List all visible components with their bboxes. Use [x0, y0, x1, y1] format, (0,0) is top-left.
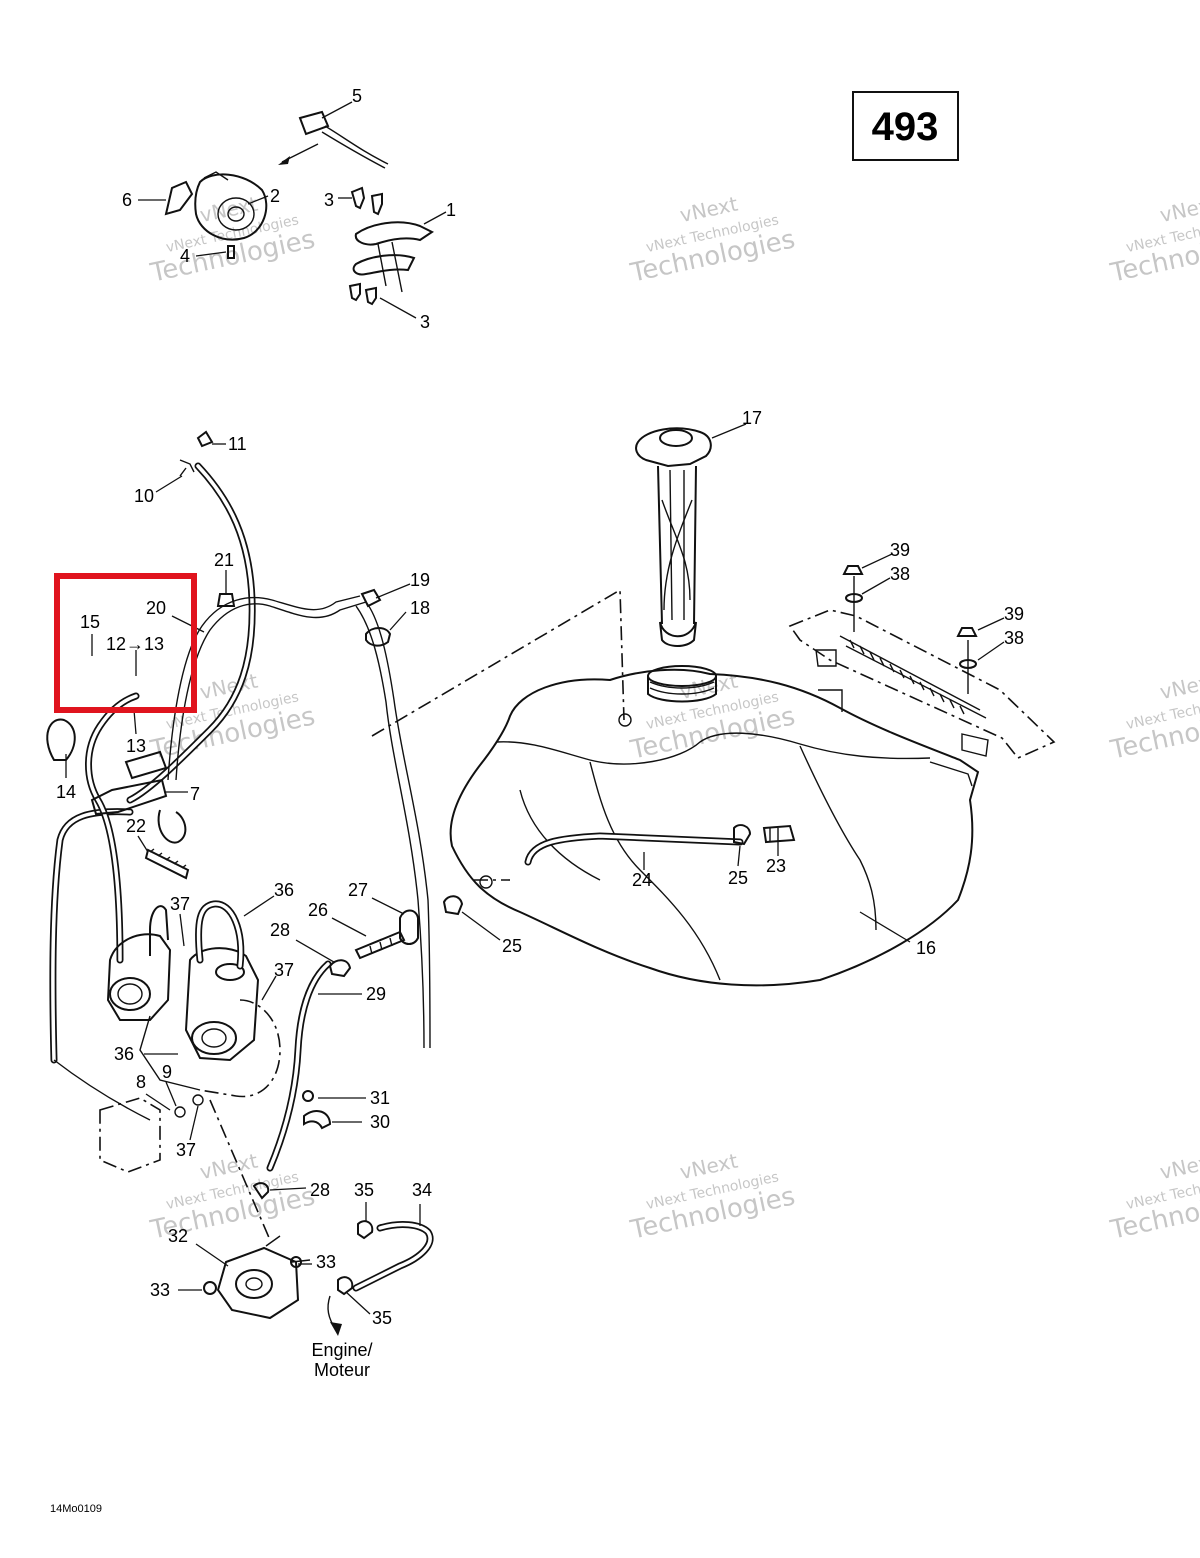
watermark: vNext vNext Technologies Technologies: [1107, 669, 1200, 766]
callout-39: 39: [890, 540, 910, 560]
callout-36: 36: [274, 880, 294, 900]
callout-37: 37: [170, 894, 190, 914]
callout-labels: 5 6 2 3 1 4 3 11 10 21 20 15 12→13 13 14…: [56, 86, 1024, 1328]
callout-7: 7: [190, 784, 200, 804]
callout-35: 35: [372, 1308, 392, 1328]
callout-12-to-13: 12→13: [106, 634, 164, 654]
callout-5: 5: [352, 86, 362, 106]
engine-label-line1: Engine/: [311, 1340, 372, 1360]
callout-19: 19: [410, 570, 430, 590]
top-assembly: [164, 110, 434, 306]
callout-3: 3: [420, 312, 430, 332]
callout-15: 15: [80, 612, 100, 632]
callout-33: 33: [316, 1252, 336, 1272]
callout-16: 16: [916, 938, 936, 958]
callout-28: 28: [310, 1180, 330, 1200]
callout-2: 2: [270, 186, 280, 206]
callout-8: 8: [136, 1072, 146, 1092]
callout-14: 14: [56, 782, 76, 802]
watermark: vNext vNext Technologies Technologies: [627, 192, 798, 289]
highlight-box: [54, 573, 197, 713]
callout-10: 10: [134, 486, 154, 506]
callout-28: 28: [270, 920, 290, 940]
callout-24: 24: [632, 870, 652, 890]
callout-27: 27: [348, 880, 368, 900]
figure-code: 14Mo0109: [50, 1503, 102, 1515]
fuel-tank: [449, 665, 980, 987]
fuel-gauge-sender: [635, 427, 712, 647]
callout-39: 39: [1004, 604, 1024, 624]
engine-label: Engine/ Moteur: [311, 1340, 372, 1380]
fuel-pump: [203, 1099, 434, 1336]
watermark: vNext vNext Technologies Technologies: [1107, 192, 1200, 289]
watermark: vNext vNext Technologies Technologies: [627, 1149, 798, 1246]
page-number: 493: [872, 105, 939, 149]
callout-25: 25: [728, 868, 748, 888]
callout-4: 4: [180, 246, 190, 266]
svg-text:vNext: vNext: [1158, 1149, 1200, 1185]
callout-30: 30: [370, 1112, 390, 1132]
engine-label-line2: Moteur: [314, 1360, 370, 1380]
callout-37: 37: [274, 960, 294, 980]
watermark: vNext vNext Technologies Technologies: [147, 1149, 318, 1246]
svg-text:vNext: vNext: [1158, 192, 1200, 228]
watermark: vNext vNext Technologies Technologies: [147, 192, 318, 289]
leader-lines: [65, 101, 1005, 1315]
watermark: vNext vNext Technologies Technologies: [1107, 1149, 1200, 1246]
callout-13: 13: [126, 736, 146, 756]
callout-22: 22: [126, 816, 146, 836]
callout-37: 37: [176, 1140, 196, 1160]
callout-36: 36: [114, 1044, 134, 1064]
callout-17: 17: [742, 408, 762, 428]
callout-25: 25: [502, 936, 522, 956]
callout-38: 38: [1004, 628, 1024, 648]
callout-31: 31: [370, 1088, 390, 1108]
callout-34: 34: [412, 1180, 432, 1200]
callout-20: 20: [146, 598, 166, 618]
callout-21: 21: [214, 550, 234, 570]
callout-3: 3: [324, 190, 334, 210]
fuel-lines: [46, 430, 625, 1121]
callout-11: 11: [228, 434, 247, 454]
callout-29: 29: [366, 984, 386, 1004]
callout-38: 38: [890, 564, 910, 584]
callout-18: 18: [410, 598, 430, 618]
callout-32: 32: [168, 1226, 188, 1246]
mounting-rail: [788, 565, 1056, 759]
callout-35: 35: [354, 1180, 374, 1200]
callout-33: 33: [150, 1280, 170, 1300]
page-number-box: 493: [852, 91, 959, 161]
callout-1: 1: [446, 200, 456, 220]
callout-23: 23: [766, 856, 786, 876]
svg-text:vNext: vNext: [1158, 669, 1200, 705]
fittings: [266, 824, 796, 1172]
watermark: vNext vNext Technologies Technologies: [627, 669, 798, 766]
callout-9: 9: [162, 1062, 172, 1082]
callout-26: 26: [308, 900, 328, 920]
carburetor-assembly: [99, 900, 281, 1173]
callout-6: 6: [122, 190, 132, 210]
